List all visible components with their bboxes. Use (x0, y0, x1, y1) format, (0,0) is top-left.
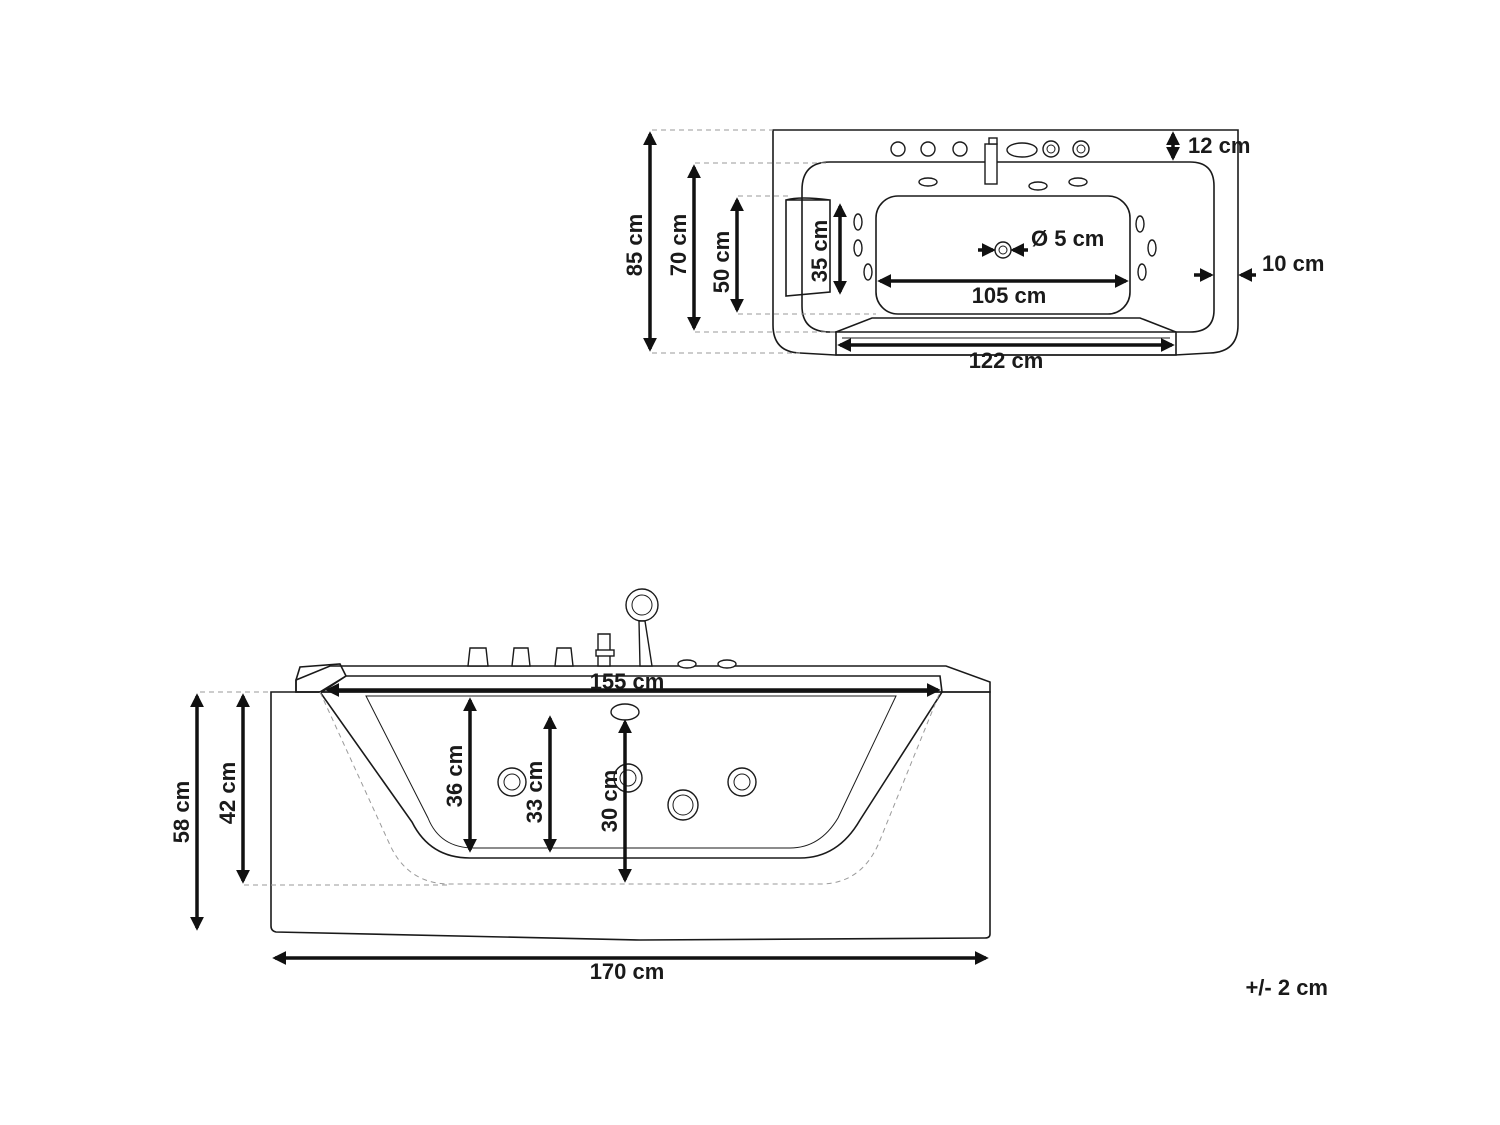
headrest-icon (295, 663, 348, 693)
drain-diameter-label: Ø 5 cm (1031, 226, 1104, 251)
side-wall-label: 10 cm (1262, 251, 1324, 276)
jet-icon (863, 263, 873, 281)
control-knob-icon (717, 659, 737, 669)
jet-icon (1135, 215, 1145, 233)
depth-36-label: 36 cm (442, 745, 467, 807)
jet-icon (1137, 263, 1147, 281)
shower-head-icon (625, 588, 659, 622)
top-inner-depth-label: 70 cm (666, 214, 691, 276)
top-pillow-depth-label: 35 cm (807, 220, 832, 282)
jet-icon (918, 177, 938, 187)
jet-icon (1028, 181, 1048, 191)
top-overall-depth-label: 85 cm (622, 214, 647, 276)
jet-icon (497, 767, 527, 797)
glass-window (318, 675, 943, 859)
control-knob-icon (920, 141, 936, 157)
control-knob-icon (1072, 140, 1090, 158)
pillow (785, 197, 831, 297)
top-basin-depth-label: 50 cm (709, 231, 734, 293)
jet-icon (853, 239, 863, 257)
shower-handle-icon (638, 620, 653, 667)
inner-length-label: 155 cm (590, 669, 665, 694)
jet-icon (1147, 239, 1157, 257)
top-rim-label: 12 cm (1188, 133, 1250, 158)
control-knob-icon (677, 659, 697, 669)
side-inner-height-label: 42 cm (215, 762, 240, 824)
jet-icon (667, 789, 699, 821)
basin-length-label: 105 cm (972, 283, 1047, 308)
shower-holder-icon (1006, 142, 1038, 158)
control-knob-icon (554, 647, 574, 667)
side-overall-height-label: 58 cm (169, 781, 194, 843)
side-controls (467, 588, 737, 669)
front-length-label: 122 cm (969, 348, 1044, 373)
drain-icon (994, 241, 1012, 259)
faucet-icon (984, 143, 998, 185)
overall-length-label: 170 cm (590, 959, 665, 984)
depth-33-label: 33 cm (522, 761, 547, 823)
jet-icon (853, 213, 863, 231)
top-view: 85 cm 70 cm 50 cm 35 cm 12 cm Ø 5 cm 105… (622, 129, 1324, 373)
side-view-body (270, 691, 991, 941)
control-knob-icon (952, 141, 968, 157)
jet-icon (727, 767, 757, 797)
side-view: 58 cm 42 cm 36 cm 33 cm 30 cm 155 cm 170… (169, 588, 991, 984)
top-view-basin (875, 195, 1131, 315)
control-knob-icon (511, 647, 531, 667)
tolerance-note: +/- 2 cm (1245, 975, 1328, 1000)
depth-30-label: 30 cm (597, 770, 622, 832)
control-knob-icon (890, 141, 906, 157)
control-knob-icon (1042, 140, 1060, 158)
jet-icon (1068, 177, 1088, 187)
overflow-icon (610, 703, 640, 721)
top-controls (890, 137, 1090, 185)
top-view-inner-rim (801, 161, 1215, 333)
control-knob-icon (467, 647, 489, 667)
front-glass-panel (835, 317, 1177, 356)
